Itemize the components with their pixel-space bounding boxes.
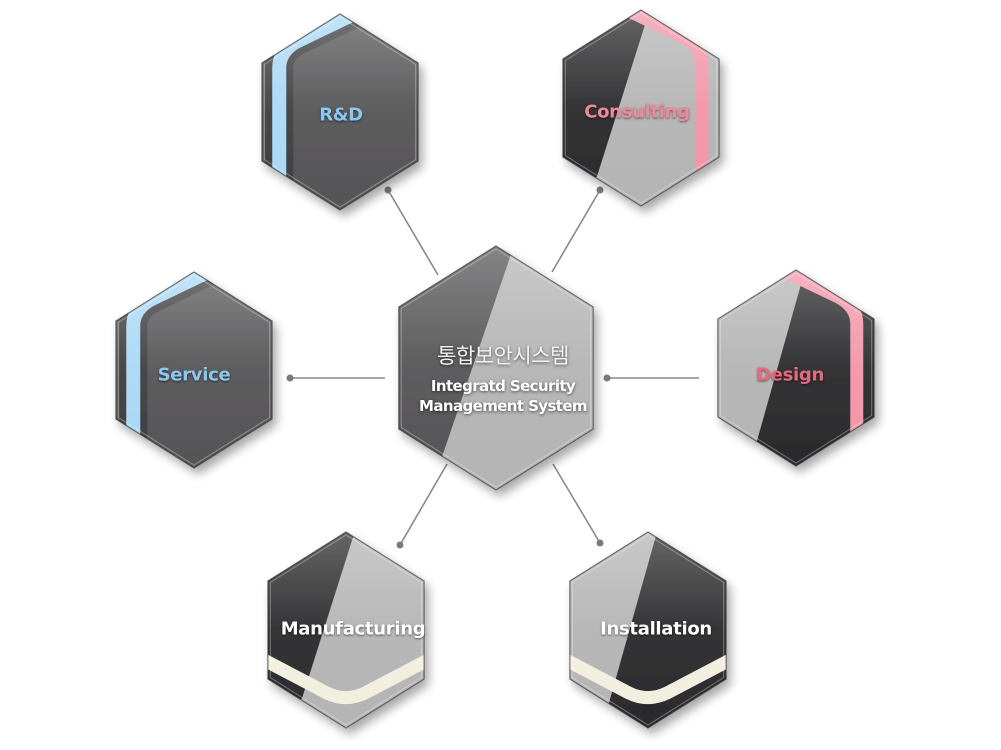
center-korean-title: 통합보안시스템 xyxy=(437,344,569,368)
hex-consulting xyxy=(562,9,720,207)
center-english-line1: Integratd Security xyxy=(430,377,576,395)
hex-center xyxy=(398,245,594,491)
connector-dot-rnd xyxy=(384,186,392,194)
connector-dot-manufacturing xyxy=(396,541,404,549)
installation-label: Installation xyxy=(600,618,712,640)
center-english-line2: Management System xyxy=(419,397,588,415)
design-label: Design xyxy=(756,364,824,386)
connector-rnd xyxy=(387,189,439,276)
hex-group xyxy=(115,9,875,729)
connector-dot-service xyxy=(286,374,294,382)
hex-manufacturing xyxy=(267,531,425,729)
connector-dot-design xyxy=(603,374,611,382)
consulting-label: Consulting xyxy=(584,101,690,123)
connector-dot-installation xyxy=(596,539,604,547)
manufacturing-label: Manufacturing xyxy=(280,618,426,640)
service-label: Service xyxy=(157,364,231,386)
connector-consulting xyxy=(551,189,601,273)
connector-manufacturing xyxy=(399,463,448,546)
hex-service xyxy=(115,271,273,469)
center-title-block: 통합보안시스템 Integratd Security Management Sy… xyxy=(419,340,588,416)
connector-installation xyxy=(552,463,601,544)
connector-dot-consulting xyxy=(596,186,604,194)
rnd-label: R&D xyxy=(319,104,363,126)
connector-lines xyxy=(286,186,699,549)
hex-rnd xyxy=(261,13,419,211)
